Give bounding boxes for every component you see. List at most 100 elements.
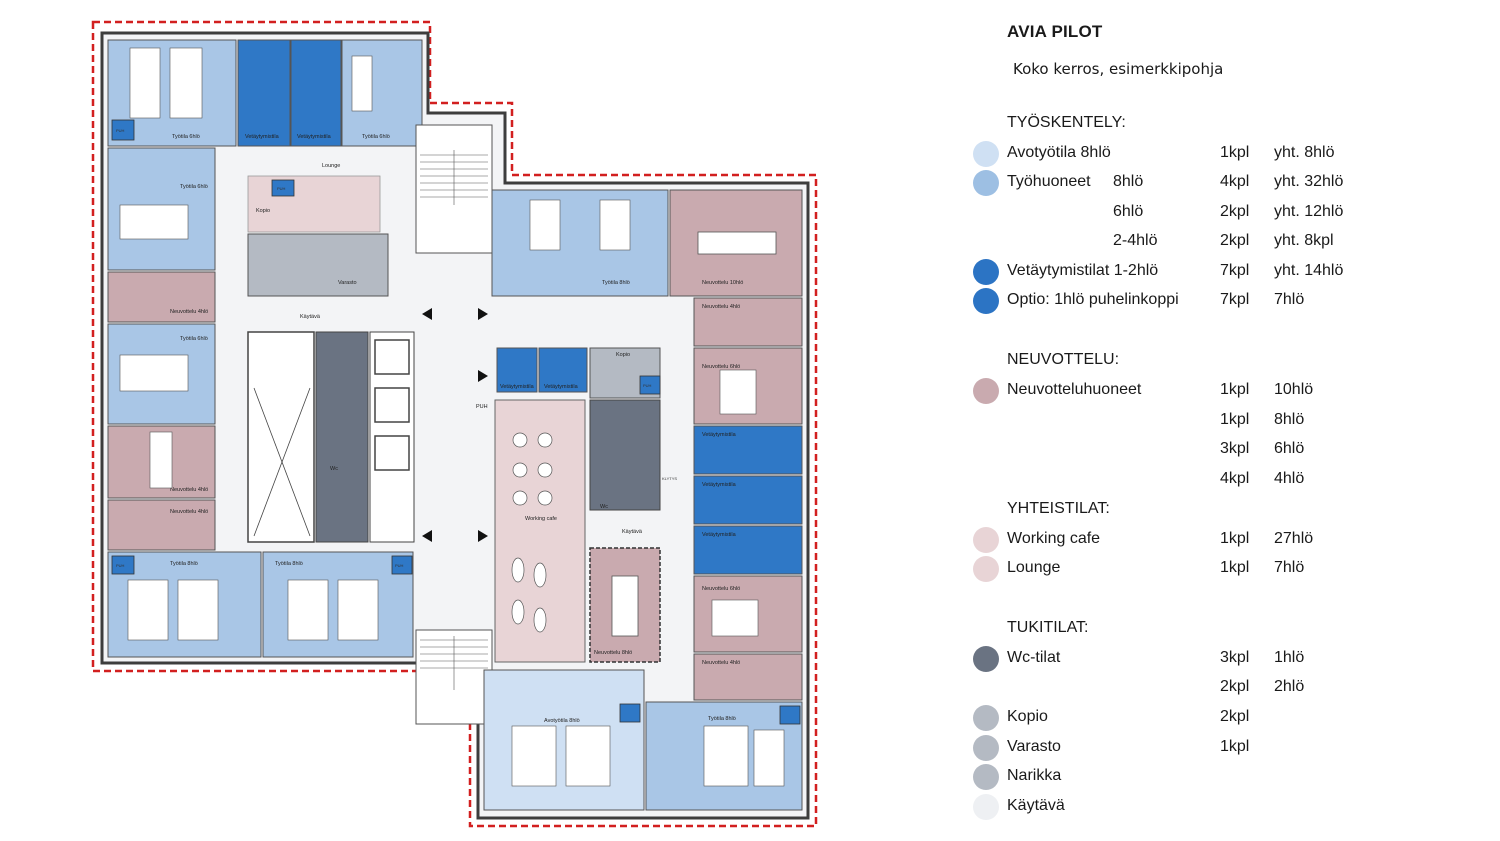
room-label: Työtila 8hlö xyxy=(708,716,736,722)
puh-label: PUH xyxy=(116,563,125,568)
puh-booth-bottom-left-1 xyxy=(111,555,135,575)
room-label: Neuvottelu 8hlö xyxy=(594,650,632,656)
wc-label: Wc xyxy=(600,504,608,510)
room-label: Työtila 6hlö xyxy=(180,184,208,190)
legend-name: Working cafe xyxy=(1007,530,1101,547)
legend-swatch xyxy=(973,705,999,731)
wc-label: Wc xyxy=(330,466,338,472)
legend-name: Työhuoneet xyxy=(1007,173,1091,190)
puh-label: PUH xyxy=(643,383,652,388)
puh-label: PUH xyxy=(395,563,404,568)
room-label: Varasto xyxy=(338,280,357,286)
room-label: Neuvottelu 10hlö xyxy=(702,280,743,286)
room-label: Neuvottelu 6hlö xyxy=(702,364,740,370)
room-label: Neuvottelu 4hlö xyxy=(170,487,208,493)
corridor-label: Käytävä xyxy=(622,529,643,535)
legend-subtitle: Koko kerros, esimerkkipohja xyxy=(1013,60,1224,78)
room-label: Työtila 8hlö xyxy=(170,561,198,567)
room-label: Neuvottelu 4hlö xyxy=(702,304,740,310)
legend-count: 4kpl xyxy=(1220,173,1250,190)
legend-name: Neuvotteluhuoneet xyxy=(1007,381,1142,398)
room-label: Työtila 6hlö xyxy=(180,336,208,342)
legend-swatch xyxy=(973,378,999,404)
room-label: Vetäytymistila xyxy=(702,482,737,488)
puh-label: PUH xyxy=(277,186,286,191)
legend-size: 2-4hlö xyxy=(1113,232,1158,249)
site-boundary-line xyxy=(91,20,818,828)
legend-swatch xyxy=(973,259,999,285)
legend-row: Avotyötila 8hlö 1kpl yht. 8hlö xyxy=(960,141,1500,167)
legend-swatch xyxy=(973,556,999,582)
legend-row: Narikka xyxy=(960,764,1500,790)
legend-total: yht. 12hlö xyxy=(1274,203,1344,220)
legend-name: Optio: 1hlö puhelinkoppi xyxy=(1007,291,1179,308)
legend-count: 3kpl xyxy=(1220,649,1250,666)
puh-booth-avo xyxy=(619,703,641,723)
elevator-shaft xyxy=(247,331,315,543)
legend-count: 2kpl xyxy=(1220,232,1250,249)
room-label: Neuvottelu 4hlö xyxy=(170,509,208,515)
room-label: Neuvottelu 4hlö xyxy=(170,309,208,315)
legend-swatch xyxy=(973,288,999,314)
puh-booth-top xyxy=(111,119,135,141)
room-label: Kopio xyxy=(256,208,270,214)
room-label: Vetäytymistila xyxy=(702,432,737,438)
room-neuvottelu-4hlo-left-2 xyxy=(107,499,216,551)
room-vetaytymistila-right-2 xyxy=(693,475,803,525)
legend-swatch xyxy=(973,527,999,553)
legend-count: 7kpl xyxy=(1220,262,1250,279)
legend-row: 2-4hlö 2kpl yht. 8kpl xyxy=(960,229,1500,255)
legend-total: 10hlö xyxy=(1274,381,1314,398)
room-lounge xyxy=(247,175,381,233)
legend-name: Narikka xyxy=(1007,767,1062,784)
legend-name: Avotyötila 8hlö xyxy=(1007,144,1111,161)
legend-name: Käytävä xyxy=(1007,797,1065,814)
legend-section-meet: NEUVOTTELU: xyxy=(1007,351,1120,368)
puh-label-core: PUH xyxy=(476,404,488,410)
legend-total: 7hlö xyxy=(1274,291,1305,308)
room-label: Työtila 6hlö xyxy=(172,134,200,140)
legend-total: yht. 32hlö xyxy=(1274,173,1344,190)
room-label: Lounge xyxy=(322,163,340,169)
room-vetaytymistila-center-1 xyxy=(496,347,538,393)
legend-name: Vetäytymistilat 1-2hlö xyxy=(1007,262,1159,279)
room-label: Vetäytymistila xyxy=(702,532,737,538)
puh-booth-lounge xyxy=(271,179,295,197)
room-label: Working cafe xyxy=(525,516,557,522)
legend-total: 7hlö xyxy=(1274,559,1305,576)
legend-row: Käytävä xyxy=(960,794,1500,820)
room-label: Vetäytymistila xyxy=(544,384,579,390)
legend-count: 1kpl xyxy=(1220,530,1250,547)
room-vetaytymistila-right-1 xyxy=(693,425,803,475)
lift-cabins xyxy=(369,331,415,543)
room-neuvottelu-4hlo-right-1 xyxy=(693,297,803,347)
room-label: Työtila 6hlö xyxy=(362,134,390,140)
corridor-label: Käytävä xyxy=(300,314,321,320)
room-vetaytymistila-1 xyxy=(237,39,291,147)
legend-count: 4kpl xyxy=(1220,470,1250,487)
legend-swatch xyxy=(973,794,999,820)
legend-count: 2kpl xyxy=(1220,708,1250,725)
legend-count: 1kpl xyxy=(1220,144,1250,161)
legend-section-support: TUKITILAT: xyxy=(1007,619,1089,636)
legend-size: 6hlö xyxy=(1113,203,1144,220)
legend-total: yht. 14hlö xyxy=(1274,262,1344,279)
room-label: Kopio xyxy=(616,352,630,358)
legend-count: 1kpl xyxy=(1220,559,1250,576)
legend-size: 8hlö xyxy=(1113,173,1144,190)
legend-total: yht. 8kpl xyxy=(1274,232,1334,249)
legend-swatch xyxy=(973,141,999,167)
legend-total: 27hlö xyxy=(1274,530,1314,547)
legend-total: 2hlö xyxy=(1274,678,1305,695)
room-label: Neuvottelu 4hlö xyxy=(702,660,740,666)
klytys-label: KLYTYS xyxy=(662,476,677,481)
room-neuvottelu-4hlo-right-2 xyxy=(693,653,803,701)
legend-section-common: YHTEISTILAT: xyxy=(1007,500,1110,517)
room-neuvottelu-4hlo-left-1 xyxy=(107,271,216,323)
legend-total: yht. 8hlö xyxy=(1274,144,1335,161)
legend-swatch xyxy=(973,764,999,790)
legend-total: 8hlö xyxy=(1274,411,1305,428)
